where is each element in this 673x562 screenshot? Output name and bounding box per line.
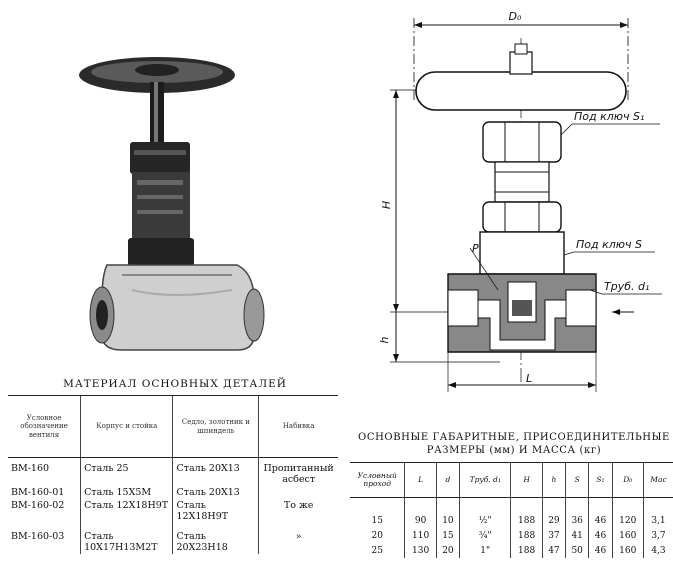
cell: 46 bbox=[588, 528, 613, 543]
cell: Сталь 20Х13 bbox=[172, 486, 259, 500]
cell: 160 bbox=[611, 528, 644, 543]
h-upper-label: H bbox=[380, 201, 393, 209]
cell: 41 bbox=[565, 528, 589, 543]
dimensions-title-line2: РАЗМЕРЫ (мм) И МАССА (кг) bbox=[426, 444, 602, 456]
cell: ВМ-160-03 bbox=[11, 530, 65, 542]
valve-body bbox=[101, 264, 255, 351]
nut-lower bbox=[482, 201, 562, 233]
cell: 20 bbox=[435, 543, 460, 558]
cell: Пропитанный асбест bbox=[258, 457, 338, 487]
cell: 46 bbox=[588, 497, 613, 528]
dimensions-header: S₁ bbox=[588, 462, 613, 498]
materials-header: Условное обозначение вентиля bbox=[8, 395, 81, 458]
l-label: L bbox=[526, 372, 532, 385]
table-row: 15 90 10 ½" 188 29 36 46 120 3,1 bbox=[350, 497, 673, 528]
s1-label: Под ключ S₁ bbox=[574, 110, 644, 123]
cell: 50 bbox=[565, 543, 589, 558]
cell: 10 bbox=[435, 497, 460, 528]
nut-s1 bbox=[482, 121, 562, 163]
cell: 1" bbox=[459, 543, 511, 558]
cell: 120 bbox=[611, 497, 644, 528]
cell: Сталь 25 bbox=[80, 457, 173, 487]
cell: 4,3 bbox=[642, 543, 673, 558]
d1-label: Труб. d₁ bbox=[604, 280, 649, 293]
materials-title: МАТЕРИАЛ ОСНОВНЫХ ДЕТАЛЕЙ bbox=[63, 378, 287, 390]
cell: 36 bbox=[565, 497, 589, 528]
cell: Сталь 12Х18Н9Т bbox=[172, 499, 259, 524]
dimensions-title: ОСНОВНЫЕ ГАБАРИТНЫЕ, ПРИСОЕДИНИТЕЛЬНЫЕ Р… bbox=[355, 432, 673, 457]
cell: » bbox=[258, 523, 338, 555]
handwheel bbox=[415, 71, 627, 111]
dimensions-header: h bbox=[541, 462, 566, 498]
cell: 20 bbox=[371, 530, 383, 541]
cell: 25 bbox=[371, 545, 383, 556]
cell: 3,1 bbox=[642, 497, 673, 528]
cell: 110 bbox=[404, 528, 437, 543]
table-row: ВМ-160-03 Сталь 10Х17Н13М2Т Сталь 20Х23Н… bbox=[8, 523, 338, 555]
s-label: Под ключ S bbox=[576, 238, 642, 251]
cell: 160 bbox=[611, 543, 644, 558]
bonnet-s bbox=[479, 231, 565, 275]
dimensions-header: Труб. d₁ bbox=[459, 462, 511, 498]
cell: 15 bbox=[371, 515, 383, 526]
cell: ½" bbox=[459, 497, 511, 528]
materials-header: Набивка bbox=[258, 395, 338, 458]
gland-nut bbox=[130, 142, 190, 174]
cell: Сталь 20Х23Н18 bbox=[172, 523, 259, 555]
cell: 188 bbox=[510, 543, 543, 558]
dimensions-header: S bbox=[565, 462, 589, 498]
materials-header: Седло, золотник и шпиндель bbox=[172, 395, 259, 458]
cell: 47 bbox=[541, 543, 566, 558]
cell: 188 bbox=[510, 528, 543, 543]
cell: ВМ-160 bbox=[11, 463, 50, 474]
valve-photo bbox=[79, 57, 265, 351]
dimensions-header: d bbox=[435, 462, 460, 498]
cell: ВМ-160-02 bbox=[11, 499, 65, 511]
cell: 15 bbox=[435, 528, 460, 543]
cell: 130 bbox=[404, 543, 437, 558]
cell: 37 bbox=[541, 528, 566, 543]
cell: То же bbox=[258, 499, 338, 524]
cell: Сталь 20Х13 bbox=[172, 457, 259, 487]
h-lower-label: h bbox=[378, 336, 391, 343]
d0-label: D₀ bbox=[509, 10, 522, 23]
cell: 3,7 bbox=[642, 528, 673, 543]
cell: 46 bbox=[588, 543, 613, 558]
dimensions-title-line1: ОСНОВНЫЕ ГАБАРИТНЫЕ, ПРИСОЕДИНИТЕЛЬНЫЕ bbox=[358, 432, 670, 443]
cell bbox=[258, 486, 338, 500]
r-label: P bbox=[472, 242, 479, 255]
table-row: ВМ-160-02 Сталь 12Х18Н9Т Сталь 12Х18Н9Т … bbox=[8, 499, 338, 524]
dimensions-header: H bbox=[510, 462, 543, 498]
dimensions-table: Условный проход L d Труб. d₁ H h S S₁ D₀… bbox=[350, 462, 673, 558]
table-row: ВМ-160 Сталь 25 Сталь 20Х13 Пропитанный … bbox=[8, 457, 338, 487]
dimensions-header: Условный проход bbox=[350, 462, 405, 498]
cell: 90 bbox=[404, 497, 437, 528]
materials-header: Корпус и стойка bbox=[80, 395, 173, 458]
materials-table: Условное обозначение вентиля Корпус и ст… bbox=[8, 395, 338, 555]
dimensions-header: L bbox=[404, 462, 437, 498]
cell: Сталь 15Х5М bbox=[80, 486, 173, 500]
table-row: ВМ-160-01 Сталь 15Х5М Сталь 20Х13 bbox=[8, 486, 338, 500]
cell: 188 bbox=[510, 497, 543, 528]
table-row: 25 130 20 1" 188 47 50 46 160 4,3 bbox=[350, 543, 673, 558]
cell: 29 bbox=[541, 497, 566, 528]
dimensions-header: Мас bbox=[642, 462, 673, 498]
cell: ВМ-160-01 bbox=[11, 486, 65, 498]
cell: ¾" bbox=[459, 528, 511, 543]
cell: Сталь 12Х18Н9Т bbox=[80, 499, 173, 524]
valve-drawing: D₀ H h L Под ключ S₁ Под ключ S bbox=[378, 10, 662, 392]
dimensions-header: D₀ bbox=[611, 462, 644, 498]
table-row: 20 110 15 ¾" 188 37 41 46 160 3,7 bbox=[350, 528, 673, 543]
cell: Сталь 10Х17Н13М2Т bbox=[80, 523, 173, 555]
